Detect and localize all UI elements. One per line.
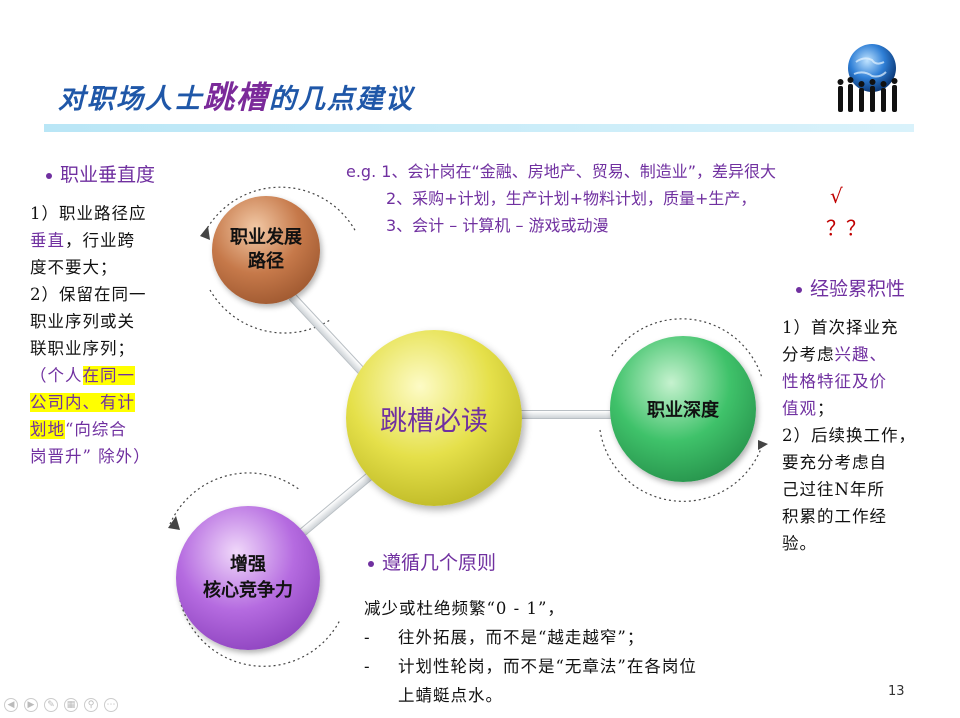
right-section-heading: 经验累积性 <box>796 274 905 301</box>
globe-business-icon <box>837 44 898 112</box>
question-marks: ？？ <box>826 216 866 240</box>
left-line: 2）保留在同一 <box>30 285 147 304</box>
bullet-dot <box>368 560 374 567</box>
title-underline-bar <box>44 124 914 132</box>
left-line: 公司内、有计 <box>30 393 135 412</box>
bottom-line: 减少或杜绝频繁“0 - 1”， <box>364 599 565 618</box>
title-highlight: 跳槽 <box>203 80 269 116</box>
next-slide-icon[interactable]: ▶ <box>24 698 38 712</box>
example-line-1: e.g. 1、会计岗在“金融、房地产、贸易、制造业”，差异很大 <box>346 162 777 181</box>
slideshow-nav[interactable]: ◀ ▶ ✎ ▦ ⚲ ⋯ <box>4 698 118 712</box>
ball-career-path: 职业发展路径 <box>212 196 320 304</box>
right-line: 验。 <box>782 534 817 553</box>
prev-slide-icon[interactable]: ◀ <box>4 698 18 712</box>
page-number: 13 <box>888 684 905 699</box>
bullet-dot <box>796 286 802 293</box>
right-line: 值观； <box>782 399 835 418</box>
title-suffix: 的几点建议 <box>269 84 414 115</box>
right-line: 分考虑兴趣、 <box>782 345 887 364</box>
ball-depth-label: 职业深度 <box>647 400 719 421</box>
center-ball-label: 跳槽必读 <box>380 405 488 437</box>
ball-path-line2: 路径 <box>248 251 284 272</box>
left-line: 职业序列或关 <box>30 312 135 331</box>
ball-path-line1: 职业发展 <box>230 227 302 248</box>
left-line: 度不要大； <box>30 258 118 277</box>
bottom-section-text: 减少或杜绝频繁“0 - 1”， -往外拓展，而不是“越走越窄”； -计划性轮岗，… <box>364 594 864 710</box>
bottom-section-heading: 遵循几个原则 <box>368 548 496 575</box>
left-line: 划地“向综合 <box>30 420 127 439</box>
ball-career-depth: 职业深度 <box>610 336 756 482</box>
left-line: 联职业序列； <box>30 339 135 358</box>
example-line-2: 2、采购+计划，生产计划+物料计划，质量+生产， <box>386 189 757 208</box>
check-mark: √ <box>830 184 843 208</box>
bottom-line: -计划性轮岗，而不是“无章法”在各岗位 <box>364 657 697 676</box>
pen-icon[interactable]: ✎ <box>44 698 58 712</box>
more-options-icon[interactable]: ⋯ <box>104 698 118 712</box>
title-prefix: 对职场人士 <box>58 84 203 115</box>
right-line: 己过往N年所 <box>782 480 885 499</box>
left-line: 1）职业路径应 <box>30 204 147 223</box>
ball-core-line2: 核心竞争力 <box>203 580 293 601</box>
ball-center-must-read: 跳槽必读 <box>346 330 522 506</box>
right-section-text: 1）首次择业充 分考虑兴趣、 性格特征及价 值观； 2）后续换工作， 要充分考虑… <box>782 314 958 557</box>
left-section-heading: 职业垂直度 <box>46 160 155 187</box>
example-line-3: 3、会计 – 计算机 – 游戏或动漫 <box>386 216 609 235</box>
slides-grid-icon[interactable]: ▦ <box>64 698 78 712</box>
left-line: （个人在同一 <box>30 366 135 385</box>
bottom-line: -往外拓展，而不是“越走越窄”； <box>364 628 645 647</box>
right-line: 2）后续换工作， <box>782 426 916 445</box>
ball-core-competitiveness: 增强核心竞争力 <box>176 506 320 650</box>
slide-title: 对职场人士跳槽的几点建议 <box>58 72 414 117</box>
zoom-icon[interactable]: ⚲ <box>84 698 98 712</box>
examples-block: e.g. 1、会计岗在“金融、房地产、贸易、制造业”，差异很大 2、采购+计划，… <box>346 158 776 239</box>
left-line: 岗晋升” 除外） <box>30 447 151 466</box>
bullet-dot <box>46 172 52 179</box>
right-line: 要充分考虑自 <box>782 453 887 472</box>
right-line: 性格特征及价 <box>782 372 887 391</box>
ball-core-line1: 增强 <box>230 554 266 575</box>
right-line: 1）首次择业充 <box>782 318 899 337</box>
bottom-line: 上蜻蜓点水。 <box>398 686 503 705</box>
left-section-text: 1）职业路径应 垂直，行业跨 度不要大； 2）保留在同一 职业序列或关 联职业序… <box>30 200 210 470</box>
left-line: 垂直，行业跨 <box>30 231 135 250</box>
right-line: 积累的工作经 <box>782 507 887 526</box>
